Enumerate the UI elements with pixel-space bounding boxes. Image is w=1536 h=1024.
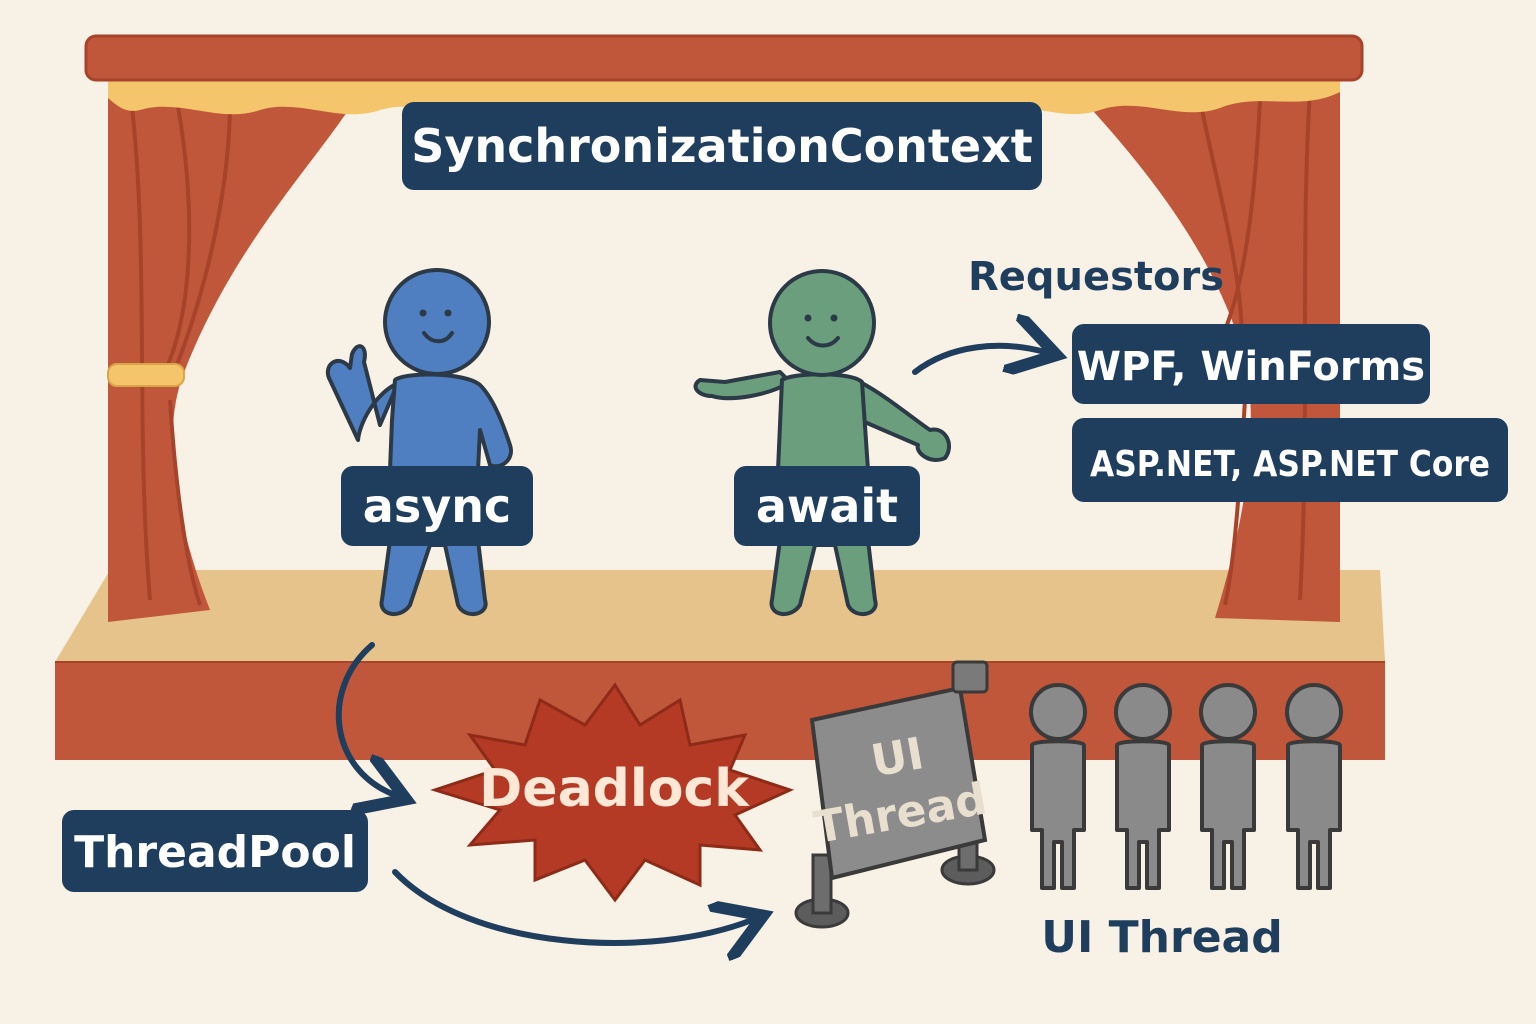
threadpool-label: ThreadPool bbox=[62, 810, 368, 892]
title-text: SynchronizationContext bbox=[411, 119, 1033, 173]
await-label: await bbox=[734, 466, 920, 546]
queue-person-3 bbox=[1199, 683, 1257, 890]
await-text: await bbox=[756, 479, 898, 533]
ui-thread-queue bbox=[1029, 683, 1343, 890]
queue-person-1 bbox=[1029, 683, 1087, 890]
left-curtain-tieback bbox=[107, 363, 185, 387]
left-curtain bbox=[107, 75, 370, 622]
async-figure bbox=[326, 268, 513, 616]
requestor-box-wpf: WPF, WinForms bbox=[1072, 324, 1430, 404]
title-label: SynchronizationContext bbox=[402, 102, 1042, 190]
async-label: async bbox=[341, 466, 533, 546]
deadlock-text: Deadlock bbox=[479, 759, 750, 819]
await-to-requestors-arrow bbox=[912, 346, 1045, 372]
ui-thread-sign: UI Thread bbox=[794, 660, 996, 929]
stage-floor bbox=[55, 570, 1385, 662]
sign-line1: UI bbox=[867, 728, 927, 787]
queue-label: UI Thread bbox=[1041, 912, 1282, 963]
await-figure bbox=[693, 269, 951, 616]
requestor-aspnet-text: ASP.NET, ASP.NET Core bbox=[1090, 444, 1490, 485]
deadlock-burst: Deadlock bbox=[430, 682, 795, 903]
threadpool-text: ThreadPool bbox=[74, 827, 356, 878]
requestor-box-aspnet: ASP.NET, ASP.NET Core bbox=[1072, 418, 1508, 502]
threadpool-to-sign-arrow bbox=[392, 869, 752, 943]
queue-person-2 bbox=[1114, 683, 1172, 890]
async-down-arrow bbox=[335, 642, 395, 795]
queue-person-4 bbox=[1285, 683, 1343, 890]
requestor-wpf-text: WPF, WinForms bbox=[1077, 344, 1425, 390]
async-text: async bbox=[363, 479, 511, 533]
requestors-heading: Requestors bbox=[968, 254, 1224, 300]
